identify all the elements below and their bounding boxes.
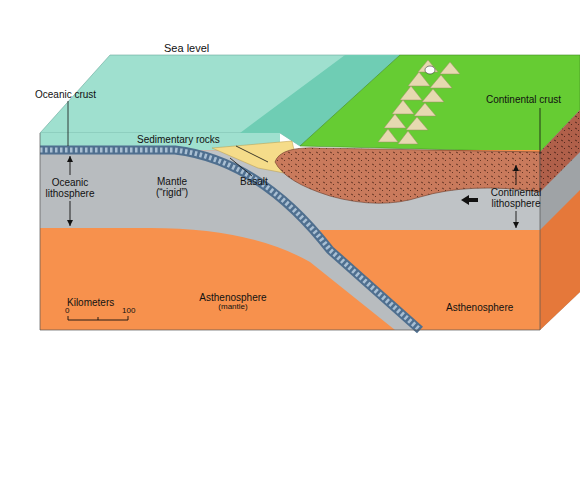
part-label: Mantle (“rigid”) <box>149 176 195 198</box>
part-label: Asthenosphere <box>446 302 513 313</box>
part-label: Basalt <box>240 176 268 187</box>
part-label: (mantle) <box>190 303 276 312</box>
block-outline <box>40 133 540 330</box>
side-asthenosphere <box>540 190 580 330</box>
part-label: 100 <box>122 307 135 316</box>
part-label: Oceanic lithosphere <box>32 177 108 199</box>
side-face <box>540 110 580 330</box>
part-label: Continental lithosphere <box>478 187 554 209</box>
land-surface <box>300 55 580 152</box>
mountain-range <box>378 60 460 144</box>
extent-arrows <box>70 156 516 228</box>
lake <box>425 66 435 74</box>
part-label: Kilometers <box>67 297 114 308</box>
part-label: Sea level <box>164 42 209 54</box>
side-crust <box>540 110 580 192</box>
part-label: Oceanic crust <box>35 89 96 100</box>
part-label: Sedimentary rocks <box>137 134 220 145</box>
leader-lines <box>68 101 540 176</box>
part-label: Continental crust <box>486 94 561 105</box>
part-label: Asthenosphere <box>190 292 276 303</box>
motion-arrow <box>461 195 478 205</box>
part-label: 0 <box>65 307 69 316</box>
scale-bar <box>68 316 128 320</box>
